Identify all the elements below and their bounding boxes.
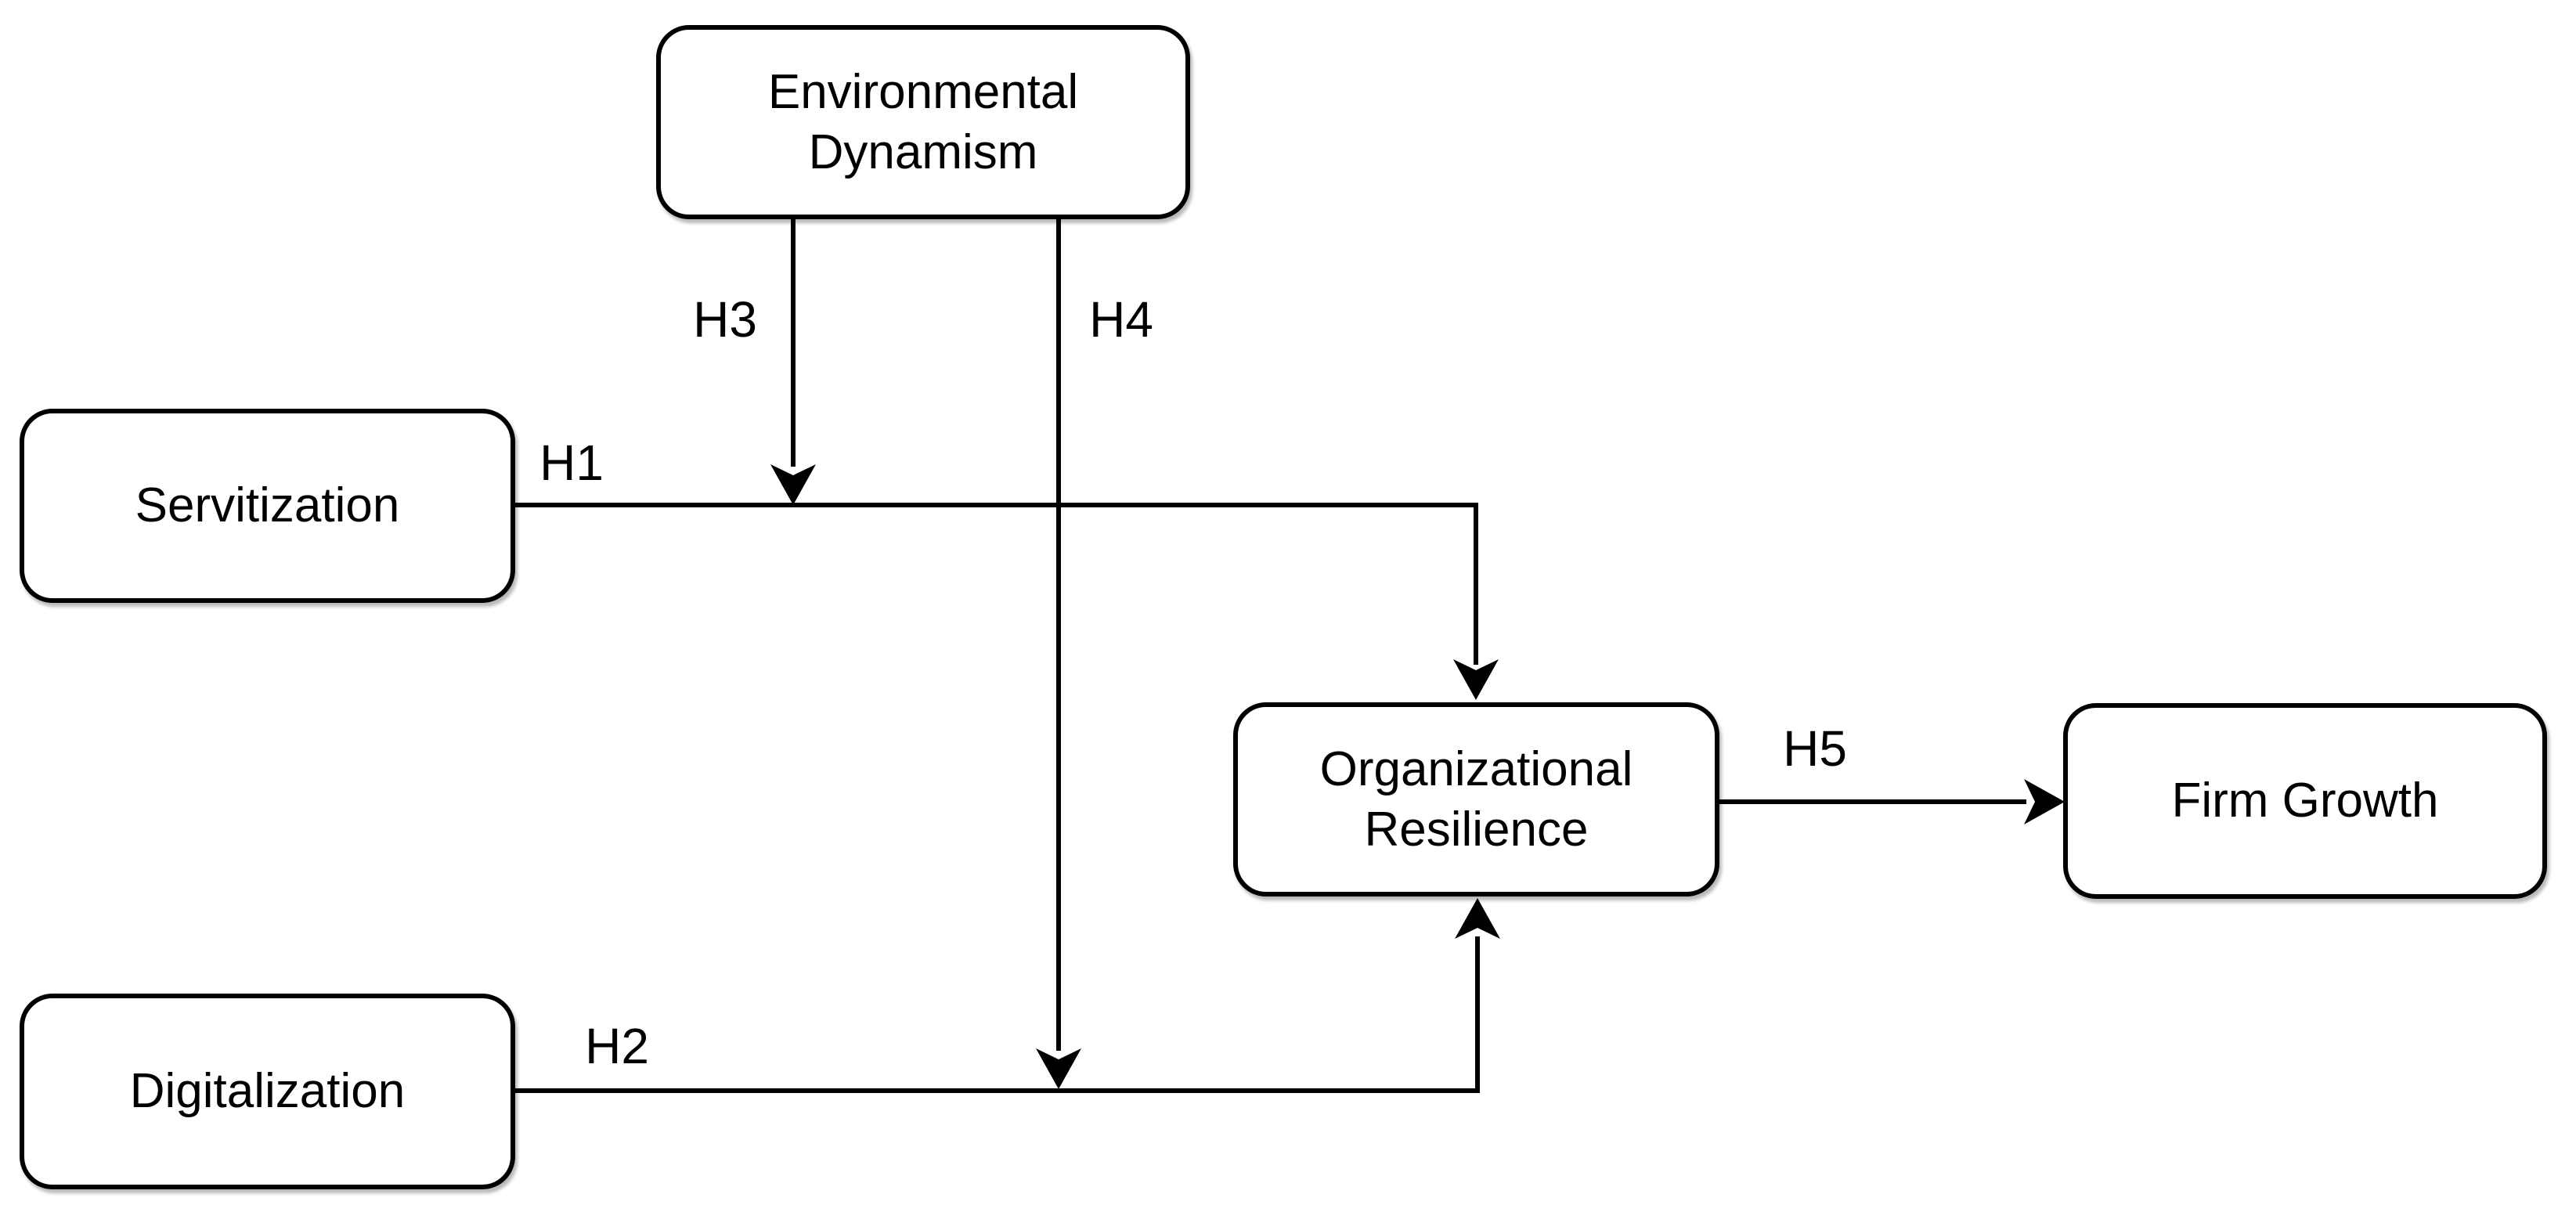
edge-h2-arrow (515, 898, 1500, 1093)
node-firm-growth: Firm Growth (2063, 703, 2547, 899)
edge-h4-arrow (1036, 219, 1081, 1089)
node-digitalization-label: Digitalization (129, 1064, 406, 1119)
edge-label-h3: H3 (693, 291, 757, 348)
arrowhead-up-icon (1455, 898, 1500, 939)
edge-label-h1: H1 (539, 435, 604, 491)
node-organizational-resilience-label: Organizational Resilience (1319, 741, 1633, 857)
node-servitization: Servitization (20, 409, 515, 603)
edge-label-h5: H5 (1783, 720, 1847, 777)
edge-label-h4: H4 (1089, 291, 1153, 348)
edge-h5-arrow (1719, 779, 2065, 824)
edge-h3-arrow (770, 219, 816, 505)
node-environmental-dynamism: Environmental Dynamism (656, 25, 1190, 219)
arrowhead-down-icon (770, 464, 816, 505)
edge-label-h2: H2 (585, 1018, 649, 1074)
arrowhead-down-icon (1036, 1048, 1081, 1089)
arrowhead-down-icon (1453, 659, 1499, 700)
node-firm-growth-label: Firm Growth (2171, 774, 2439, 828)
arrowhead-right-icon (2024, 779, 2065, 824)
node-organizational-resilience: Organizational Resilience (1233, 702, 1719, 897)
node-digitalization: Digitalization (20, 994, 515, 1189)
node-servitization-label: Servitization (135, 478, 400, 533)
edge-h1-arrow (515, 503, 1499, 700)
node-environmental-dynamism-label: Environmental Dynamism (767, 64, 1079, 180)
